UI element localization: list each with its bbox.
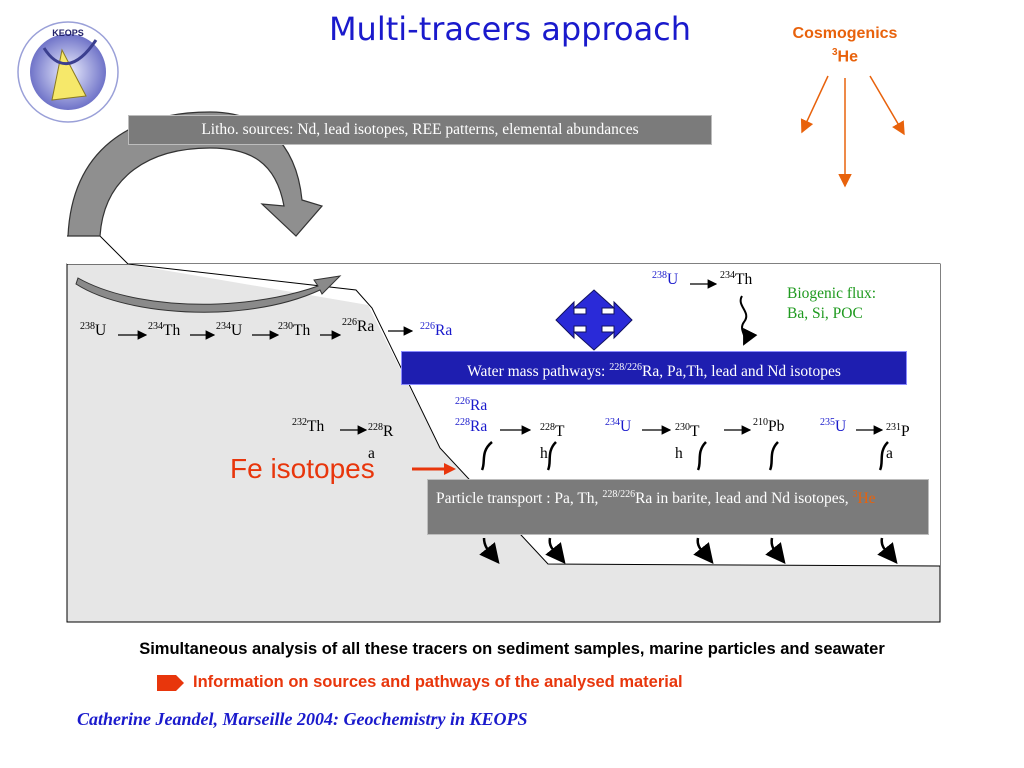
settling-arrow — [877, 537, 898, 564]
litho-sources-box: Litho. sources: Nd, lead isotopes, REE p… — [128, 115, 712, 145]
biogenic-squiggle — [739, 295, 758, 346]
cosmogenics-he: 3He — [770, 43, 920, 66]
chain1-th230: 230Th — [278, 321, 311, 340]
chain1-u234: 234U — [216, 321, 243, 340]
chain1-ra226: 226Ra — [342, 317, 375, 336]
brace — [768, 441, 779, 471]
brace — [480, 441, 493, 471]
chain2-ra226: 226Ra — [455, 396, 488, 415]
chain1-th234: 234Th — [148, 321, 181, 340]
brace — [546, 441, 557, 471]
he-mass: 3 — [831, 47, 838, 58]
chain2-u235: 235U — [820, 417, 847, 436]
summary-line: Simultaneous analysis of all these trace… — [139, 640, 885, 658]
chain2-th232: 232Th — [292, 417, 325, 436]
four-way-arrow-icon — [555, 289, 633, 351]
top-u238: 238U — [652, 270, 679, 289]
fe-isotopes-label: Fe isotopes — [230, 453, 375, 484]
brace — [696, 441, 707, 471]
water-mass-box: Water mass pathways: 228/226Ra, Pa,Th, l… — [401, 351, 907, 385]
settling-arrow — [545, 537, 566, 564]
author-credit: Catherine Jeandel, Marseille 2004: Geoch… — [77, 709, 528, 729]
he-element: He — [837, 48, 858, 66]
settling-arrow — [479, 537, 500, 564]
cosmogenics-text: Cosmogenics — [792, 25, 898, 42]
chain1-u238: 238U — [80, 321, 107, 340]
bullet-arrow-icon — [157, 675, 184, 691]
keops-logo: KEOPS — [17, 21, 119, 123]
land-area — [67, 236, 128, 264]
settling-arrow — [765, 537, 786, 564]
chain1-ra226-water: 226Ra — [420, 321, 453, 340]
settling-arrow — [693, 537, 714, 564]
particle-transport-box: Particle transport : Pa, Th, 228/226Ra i… — [427, 479, 929, 535]
cosmo-arrow-left — [800, 75, 829, 134]
brace — [878, 441, 889, 471]
cosmo-arrow-right — [869, 75, 905, 136]
chain2-pb210: 210Pb — [753, 417, 785, 436]
top-th234: 234Th — [720, 270, 753, 289]
logo-text: KEOPS — [52, 28, 84, 38]
cosmogenics-label: Cosmogenics 3He — [770, 24, 920, 66]
biogenic-line2: Ba, Si, POC — [787, 305, 863, 322]
chain2-ra228-water: 228Ra — [455, 417, 488, 436]
fe-arrow-head — [444, 463, 456, 475]
biogenic-line1: Biogenic flux: — [787, 285, 877, 302]
chain2-u234: 234U — [605, 417, 632, 436]
information-line: Information on sources and pathways of t… — [193, 673, 683, 691]
biogenic-flux-label: Biogenic flux: Ba, Si, POC — [787, 284, 876, 324]
page-title: Multi-tracers approach — [328, 10, 692, 48]
small-curved-arrow — [75, 275, 342, 313]
